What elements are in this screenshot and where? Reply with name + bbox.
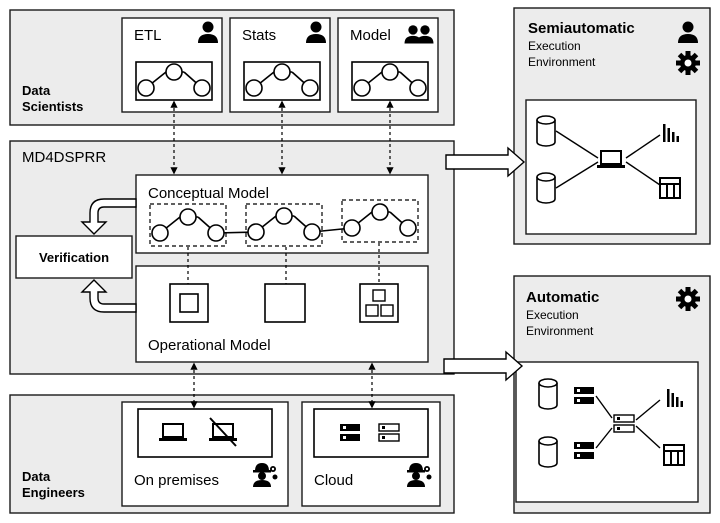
verification-box[interactable]: Verification bbox=[15, 235, 133, 279]
database-icon bbox=[536, 172, 556, 204]
curved-arrow-to-verification-bottom bbox=[80, 279, 137, 313]
database-icon bbox=[536, 115, 556, 147]
empty-component-icon bbox=[264, 283, 306, 323]
etl-title: ETL bbox=[134, 27, 162, 44]
curved-arrow-to-verification-top bbox=[80, 198, 137, 235]
data-scientists-label-line2: Scientists bbox=[22, 99, 83, 114]
semiautomatic-subtitle-line1: Execution bbox=[528, 39, 581, 53]
arrow-to-semiautomatic bbox=[445, 146, 526, 178]
conceptual-model-label: Conceptual Model bbox=[148, 185, 269, 202]
stats-title: Stats bbox=[242, 27, 276, 44]
etl-panel[interactable]: ETL bbox=[121, 17, 223, 113]
automatic-subtitle-line2: Environment bbox=[526, 324, 594, 338]
stats-panel[interactable]: Stats bbox=[229, 17, 331, 113]
cloud-label: Cloud bbox=[314, 472, 353, 489]
data-scientists-section: Data Scientists ETL Stats Model bbox=[9, 9, 455, 126]
automatic-environment-box[interactable] bbox=[515, 361, 699, 503]
operational-model-box[interactable]: Operational Model bbox=[135, 265, 429, 363]
verification-label: Verification bbox=[39, 250, 109, 265]
semiautomatic-environment-box[interactable] bbox=[525, 99, 697, 235]
semiautomatic-subtitle-line2: Environment bbox=[528, 55, 596, 69]
automatic-subtitle-line1: Execution bbox=[526, 308, 579, 322]
on-premises-label: On premises bbox=[134, 472, 219, 489]
table-icon bbox=[663, 444, 685, 466]
laptop-icon bbox=[158, 423, 188, 442]
operational-model-label: Operational Model bbox=[148, 337, 271, 354]
engineer-links bbox=[190, 362, 376, 409]
database-icon bbox=[538, 378, 558, 410]
data-engineers-section: Data Engineers On premises Cloud bbox=[9, 394, 455, 514]
component-box-icon bbox=[169, 283, 209, 323]
md4dsprr-title: MD4DSPRR bbox=[22, 149, 106, 166]
conceptual-model-box[interactable]: Conceptual Model bbox=[135, 174, 429, 254]
laptop-icon bbox=[596, 150, 626, 169]
arrow-to-automatic bbox=[443, 350, 524, 382]
model-title: Model bbox=[350, 27, 391, 44]
gear-icon bbox=[676, 51, 700, 75]
table-icon bbox=[659, 177, 681, 199]
database-icon bbox=[538, 436, 558, 468]
on-premises-panel[interactable]: On premises bbox=[121, 401, 289, 507]
md4dsprr-section: MD4DSPRR Conceptual Model Operational Mo… bbox=[9, 140, 455, 375]
data-engineers-label-line2: Engineers bbox=[22, 485, 85, 500]
laptop-off-icon bbox=[208, 417, 238, 447]
data-scientists-label-line1: Data bbox=[22, 83, 51, 98]
model-panel[interactable]: Model bbox=[337, 17, 439, 113]
semiautomatic-title: Semiautomatic bbox=[528, 20, 635, 37]
gear-icon bbox=[676, 287, 700, 311]
automatic-title: Automatic bbox=[526, 289, 599, 306]
composite-component-icon bbox=[359, 283, 399, 323]
cloud-panel[interactable]: Cloud bbox=[301, 401, 441, 507]
data-engineers-label-line1: Data bbox=[22, 469, 51, 484]
automatic-section: Automatic Execution Environment bbox=[513, 275, 711, 514]
semiautomatic-section: Semiautomatic Execution Environment bbox=[513, 7, 711, 245]
